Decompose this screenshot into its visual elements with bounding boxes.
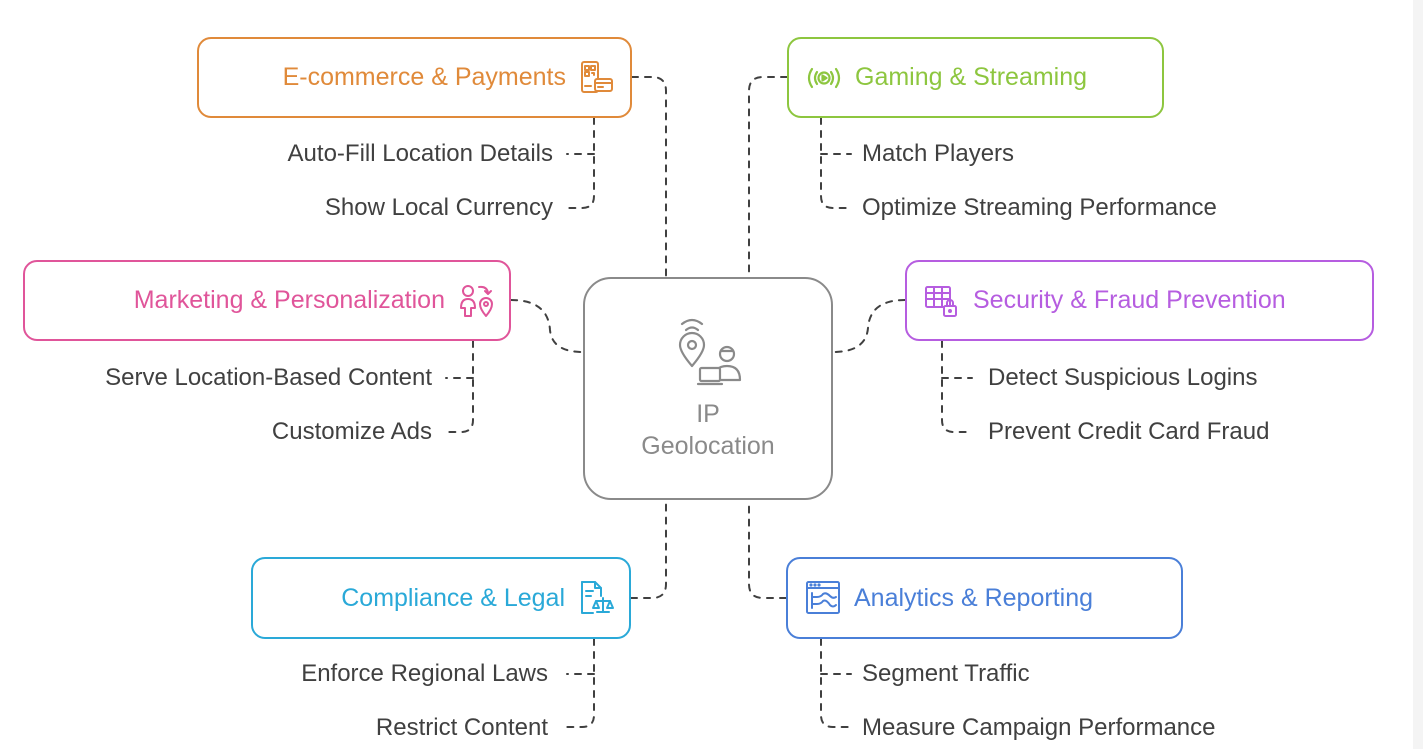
connector-compliance (630, 499, 667, 599)
center-title-line2: Geolocation (641, 431, 775, 460)
right-edge-strip (1413, 0, 1423, 749)
person-location-icon (459, 284, 493, 318)
connector-compliance-items (566, 638, 595, 728)
item-optimize-streaming: Optimize Streaming Performance (862, 194, 1217, 221)
category-marketing-label: Marketing & Personalization (133, 286, 445, 314)
category-security-label: Security & Fraud Prevention (973, 286, 1286, 314)
shopping-payment-icon (580, 60, 614, 95)
streaming-signal-icon (807, 61, 841, 95)
item-restrict-content: Restrict Content (375, 714, 548, 741)
item-show-local-currency: Show Local Currency (324, 194, 553, 221)
connector-analytics (748, 499, 787, 599)
item-auto-fill-location: Auto-Fill Location Details (287, 140, 553, 167)
category-ecommerce-label: E-commerce & Payments (282, 63, 566, 91)
item-prevent-card-fraud: Prevent Credit Card Fraud (988, 418, 1270, 445)
category-compliance-label: Compliance & Legal (341, 583, 565, 612)
item-match-players: Match Players (862, 140, 1015, 167)
connector-ecommerce-items (566, 117, 595, 209)
location-signal-person-icon (668, 316, 748, 388)
item-serve-location-content: Serve Location-Based Content (105, 364, 432, 391)
center-node: IP Geolocation (583, 277, 833, 500)
category-ecommerce-box: E-commerce & Payments (197, 37, 632, 118)
category-gaming-box: Gaming & Streaming (787, 37, 1164, 118)
connector-gaming (748, 76, 788, 278)
connector-gaming-items (820, 117, 852, 209)
connector-ecommerce (631, 76, 667, 278)
category-marketing-box: Marketing & Personalization (23, 260, 511, 341)
center-title-line1: IP (696, 399, 720, 428)
item-enforce-regional-laws: Enforce Regional Laws (301, 660, 548, 687)
connector-analytics-items (820, 638, 852, 728)
category-gaming-label: Gaming & Streaming (855, 63, 1088, 91)
connector-security (832, 299, 906, 353)
category-compliance-box: Compliance & Legal (251, 557, 631, 639)
connector-marketing-items (445, 340, 474, 433)
connector-marketing (510, 299, 584, 353)
document-scales-icon (579, 581, 614, 615)
analytics-dashboard-icon (806, 581, 840, 615)
item-customize-ads: Customize Ads (271, 418, 432, 445)
category-analytics-label: Analytics & Reporting (854, 583, 1094, 612)
item-measure-campaign: Measure Campaign Performance (862, 714, 1216, 741)
item-detect-suspicious-logins: Detect Suspicious Logins (988, 364, 1258, 391)
table-lock-icon (925, 284, 959, 318)
category-security-box: Security & Fraud Prevention (905, 260, 1374, 341)
category-analytics-box: Analytics & Reporting (786, 557, 1183, 639)
connector-security-items (941, 340, 973, 433)
item-segment-traffic: Segment Traffic (862, 660, 1030, 687)
